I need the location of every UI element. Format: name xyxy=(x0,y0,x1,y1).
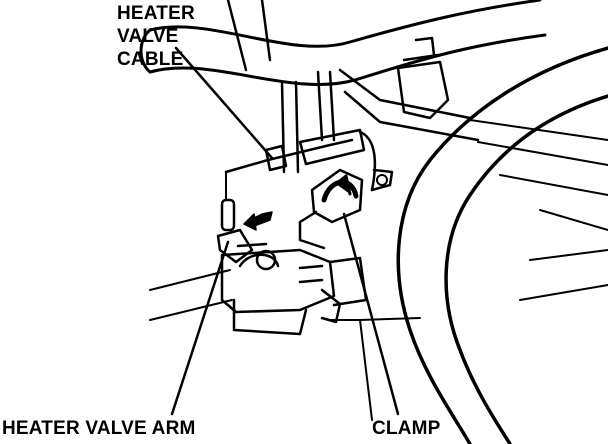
valve-arm xyxy=(216,198,277,271)
reservoir xyxy=(338,36,480,142)
large-hose-right xyxy=(396,46,608,444)
heater-valve-cable-label: HEATER VALVE CABLE xyxy=(117,2,195,71)
heater-pipe xyxy=(226,0,336,174)
heater-valve-arm-label: HEATER VALVE ARM xyxy=(2,418,196,439)
valve-body xyxy=(220,248,368,336)
heater-valve-cable-line-3: CABLE xyxy=(117,49,184,70)
heater-valve-cable-line-2: VALVE xyxy=(117,26,179,47)
direction-arrow xyxy=(243,211,273,231)
heater-valve-cable-line-1: HEATER xyxy=(117,3,195,24)
leader-lines xyxy=(170,46,400,416)
frame-right xyxy=(469,119,608,301)
clamp-assembly xyxy=(298,168,364,250)
valve-cable xyxy=(224,128,394,201)
clamp-label: CLAMP xyxy=(372,418,441,439)
